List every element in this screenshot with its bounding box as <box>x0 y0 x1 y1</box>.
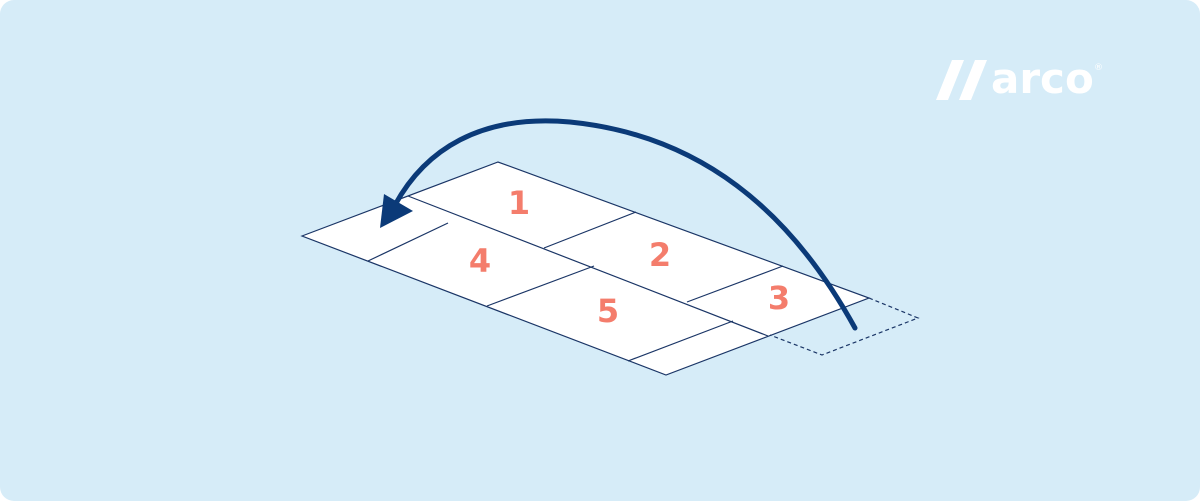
cell-number-1: 1 <box>508 184 530 222</box>
arco-logo-registered-mark: ® <box>1094 63 1103 73</box>
cell-number-5: 5 <box>597 292 619 330</box>
grid-line-cross-e <box>627 320 734 362</box>
grid-line-cross-d <box>686 265 784 303</box>
arco-logo-mark-icon <box>936 60 987 100</box>
move-arrow-curve <box>392 118 858 331</box>
grid-line-cross-b <box>543 211 637 249</box>
empty-slot-outline <box>769 297 920 356</box>
move-arrow-head-icon <box>380 194 413 228</box>
cell-number-3: 3 <box>768 279 790 317</box>
arco-logo-text: arco <box>991 54 1094 103</box>
grid-lines <box>367 195 784 362</box>
grid-line-long-divider <box>407 195 769 337</box>
cell-number-4: 4 <box>469 242 491 280</box>
grid-line-cross-c <box>486 265 595 307</box>
arco-logo: arco ® <box>936 54 1103 103</box>
cell-number-2: 2 <box>649 236 671 274</box>
grid-line-cross-a <box>367 222 449 262</box>
grid-base <box>300 161 871 376</box>
